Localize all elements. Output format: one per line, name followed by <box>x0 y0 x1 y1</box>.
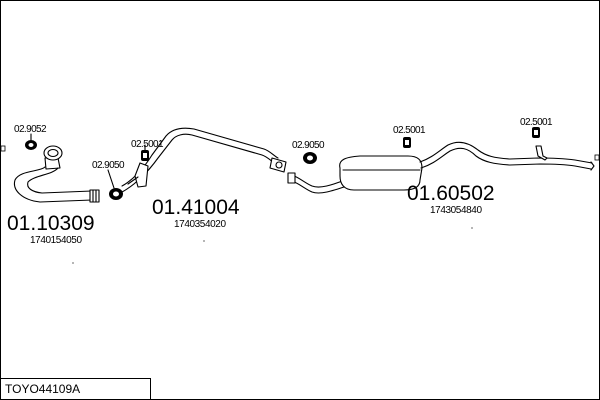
accessory-label-5: 02.5001 <box>393 125 426 136</box>
dot-mark <box>471 227 473 229</box>
section-2-part-number: 01.41004 <box>152 196 240 219</box>
section-2-oe-number: 1740354020 <box>174 219 226 230</box>
gasket-icon <box>25 133 37 150</box>
right-edge-mark <box>594 154 600 161</box>
front-pipe-section <box>13 145 100 203</box>
left-edge-mark <box>0 145 6 152</box>
section-3-oe-number: 1743054840 <box>430 205 482 216</box>
gasket-icon <box>107 169 123 200</box>
dot-mark <box>72 262 74 264</box>
accessory-label-1: 02.9052 <box>14 124 47 135</box>
accessory-label-2: 02.9050 <box>92 160 125 171</box>
rubber-hanger-icon <box>403 137 411 148</box>
rubber-hanger-icon <box>141 144 149 161</box>
rear-silencer-section <box>287 141 595 194</box>
rubber-hanger-icon <box>532 127 540 138</box>
diagram-title: TOYO44109A <box>5 382 80 396</box>
gasket-icon <box>303 152 317 164</box>
section-1-oe-number: 1740154050 <box>30 235 82 246</box>
section-3-part-number: 01.60502 <box>407 182 495 205</box>
intermediate-pipe-section <box>121 127 287 193</box>
section-1-part-number: 01.10309 <box>7 212 95 235</box>
accessory-label-3: 02.5001 <box>131 139 164 150</box>
dot-mark <box>203 240 205 242</box>
accessory-label-4: 02.9050 <box>292 140 325 151</box>
accessory-label-6: 02.5001 <box>520 117 553 128</box>
